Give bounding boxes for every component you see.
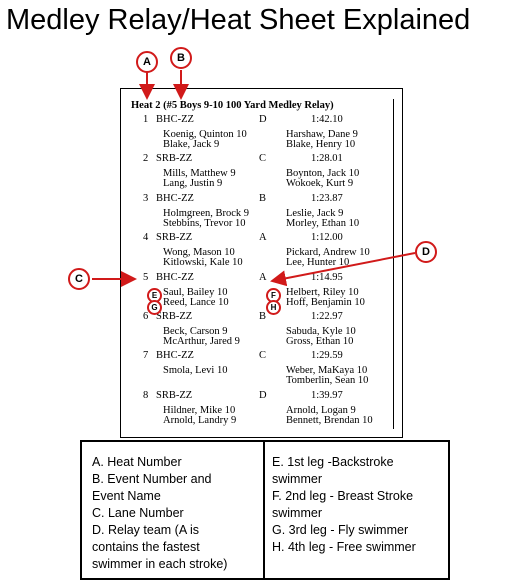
swimmer-leg-1: Smola, Levi 10 xyxy=(163,365,228,377)
team-code: SRB-ZZ xyxy=(156,311,193,322)
legend-line: F. 2nd leg - Breast Stroke xyxy=(272,489,414,503)
swimmer-leg-1: Koenig, Quinton 10 xyxy=(163,129,247,140)
callout-c: C xyxy=(68,268,90,290)
relay-letter: B xyxy=(259,311,267,322)
swimmer-leg-2: Sabuda, Kyle 10 xyxy=(286,326,356,337)
callout-b: B xyxy=(170,47,192,69)
callout-h: H xyxy=(266,300,281,315)
swimmer-leg-2: Boynton, Jack 10 xyxy=(286,168,360,180)
heat-sheet: Heat 2 (#5 Boys 9-10 100 Yard Medley Rel… xyxy=(120,88,403,438)
seed-time: 1:39.97 xyxy=(311,389,343,401)
relay-letter: B xyxy=(259,192,267,204)
swimmer-leg-1: Beck, Carson 9 xyxy=(163,326,228,337)
lane-number: 1 xyxy=(143,114,149,125)
swimmer-leg-4: Gross, Ethan 10 xyxy=(286,336,354,347)
swimmer-leg-2: Helbert, Riley 10 xyxy=(286,286,359,298)
seed-time: 1:29.59 xyxy=(311,350,343,362)
seed-time: 1:12.00 xyxy=(311,232,343,244)
team-code: BHC-ZZ xyxy=(156,271,194,283)
relay-letter: C xyxy=(259,153,267,165)
swimmer-leg-3: Arnold, Landry 9 xyxy=(163,414,237,426)
swimmer-leg-4: Wokoek, Kurt 9 xyxy=(286,178,354,190)
swimmer-leg-3: McArthur, Jared 9 xyxy=(163,336,240,347)
legend-line: A. Heat Number xyxy=(92,455,182,469)
swimmer-leg-3: Reed, Lance 10 xyxy=(163,296,229,308)
legend-right-column: E. 1st leg -Backstroke swimmer F. 2nd leg … xyxy=(272,454,444,556)
heat-heading: Heat 2 (#5 Boys 9-10 100 Yard Medley Rel… xyxy=(131,100,334,111)
swimmer-leg-1: Mills, Matthew 9 xyxy=(163,168,236,180)
lane-number: 8 xyxy=(143,389,149,401)
swimmer-leg-4: Tomberlin, Sean 10 xyxy=(286,375,369,387)
legend-line: B. Event Number and xyxy=(92,472,212,486)
swimmer-leg-2: Weber, MaKaya 10 xyxy=(286,365,368,377)
callout-a: A xyxy=(136,51,158,73)
legend-line: swimmer in each stroke) xyxy=(92,557,228,571)
lane-number: 6 xyxy=(143,311,149,322)
legend-line: H. 4th leg - Free swimmer xyxy=(272,540,416,554)
lane-number: 2 xyxy=(143,153,149,165)
legend-line: swimmer xyxy=(272,472,322,486)
legend-line: swimmer xyxy=(272,506,322,520)
page-title: Medley Relay/Heat Sheet Explained xyxy=(6,4,471,36)
lane-number: 5 xyxy=(143,271,149,283)
team-code: BHC-ZZ xyxy=(156,114,194,125)
relay-letter: D xyxy=(259,114,267,125)
legend-line: contains the fastest xyxy=(92,540,200,554)
swimmer-leg-3: Stebbins, Trevor 10 xyxy=(163,217,246,229)
relay-letter: A xyxy=(259,232,267,244)
swimmer-leg-2: Pickard, Andrew 10 xyxy=(286,247,370,259)
swimmer-leg-1: Saul, Bailey 10 xyxy=(163,286,228,298)
legend-line: C. Lane Number xyxy=(92,506,184,520)
team-code: BHC-ZZ xyxy=(156,350,194,362)
legend-line: E. 1st leg -Backstroke xyxy=(272,455,394,469)
swimmer-leg-1: Hildner, Mike 10 xyxy=(163,404,236,416)
seed-time: 1:42.10 xyxy=(311,114,343,125)
lane-number: 3 xyxy=(143,192,149,204)
seed-time: 1:28.01 xyxy=(311,153,343,165)
swimmer-leg-3: Kitlowski, Kale 10 xyxy=(163,257,243,269)
swimmer-leg-1: Holmgreen, Brock 9 xyxy=(163,207,250,219)
arrow-d xyxy=(270,252,416,287)
sheet-right-rule xyxy=(393,99,394,429)
swimmer-leg-1: Wong, Mason 10 xyxy=(163,247,235,259)
lane-number: 7 xyxy=(143,350,149,362)
swimmer-leg-4: Blake, Henry 10 xyxy=(286,139,356,150)
swimmer-leg-2: Leslie, Jack 9 xyxy=(286,207,344,219)
seed-time: 1:23.87 xyxy=(311,192,343,204)
team-code: SRB-ZZ xyxy=(156,389,193,401)
swimmer-leg-4: Lee, Hunter 10 xyxy=(286,257,350,269)
legend-line: D. Relay team (A is xyxy=(92,523,199,537)
callout-g: G xyxy=(147,300,162,315)
lane-number: 4 xyxy=(143,232,149,244)
swimmer-leg-2: Harshaw, Dane 9 xyxy=(286,129,358,140)
relay-letter: A xyxy=(259,271,267,283)
team-code: BHC-ZZ xyxy=(156,192,194,204)
relay-letter: C xyxy=(259,350,267,362)
swimmer-leg-2: Arnold, Logan 9 xyxy=(286,404,356,416)
legend-line: Event Name xyxy=(92,489,161,503)
swimmer-leg-4: Morley, Ethan 10 xyxy=(286,217,360,229)
swimmer-leg-3: Lang, Justin 9 xyxy=(163,178,223,190)
team-code: SRB-ZZ xyxy=(156,232,193,244)
callout-d: D xyxy=(415,241,437,263)
swimmer-leg-4: Bennett, Brendan 10 xyxy=(286,414,373,426)
legend-line: G. 3rd leg - Fly swimmer xyxy=(272,523,409,537)
swimmer-leg-3: Blake, Jack 9 xyxy=(163,139,220,150)
team-code: SRB-ZZ xyxy=(156,153,193,165)
seed-time: 1:14.95 xyxy=(311,271,343,283)
swimmer-leg-4: Hoff, Benjamin 10 xyxy=(286,296,365,308)
seed-time: 1:22.97 xyxy=(311,311,343,322)
legend-divider xyxy=(263,442,265,578)
relay-letter: D xyxy=(259,389,267,401)
